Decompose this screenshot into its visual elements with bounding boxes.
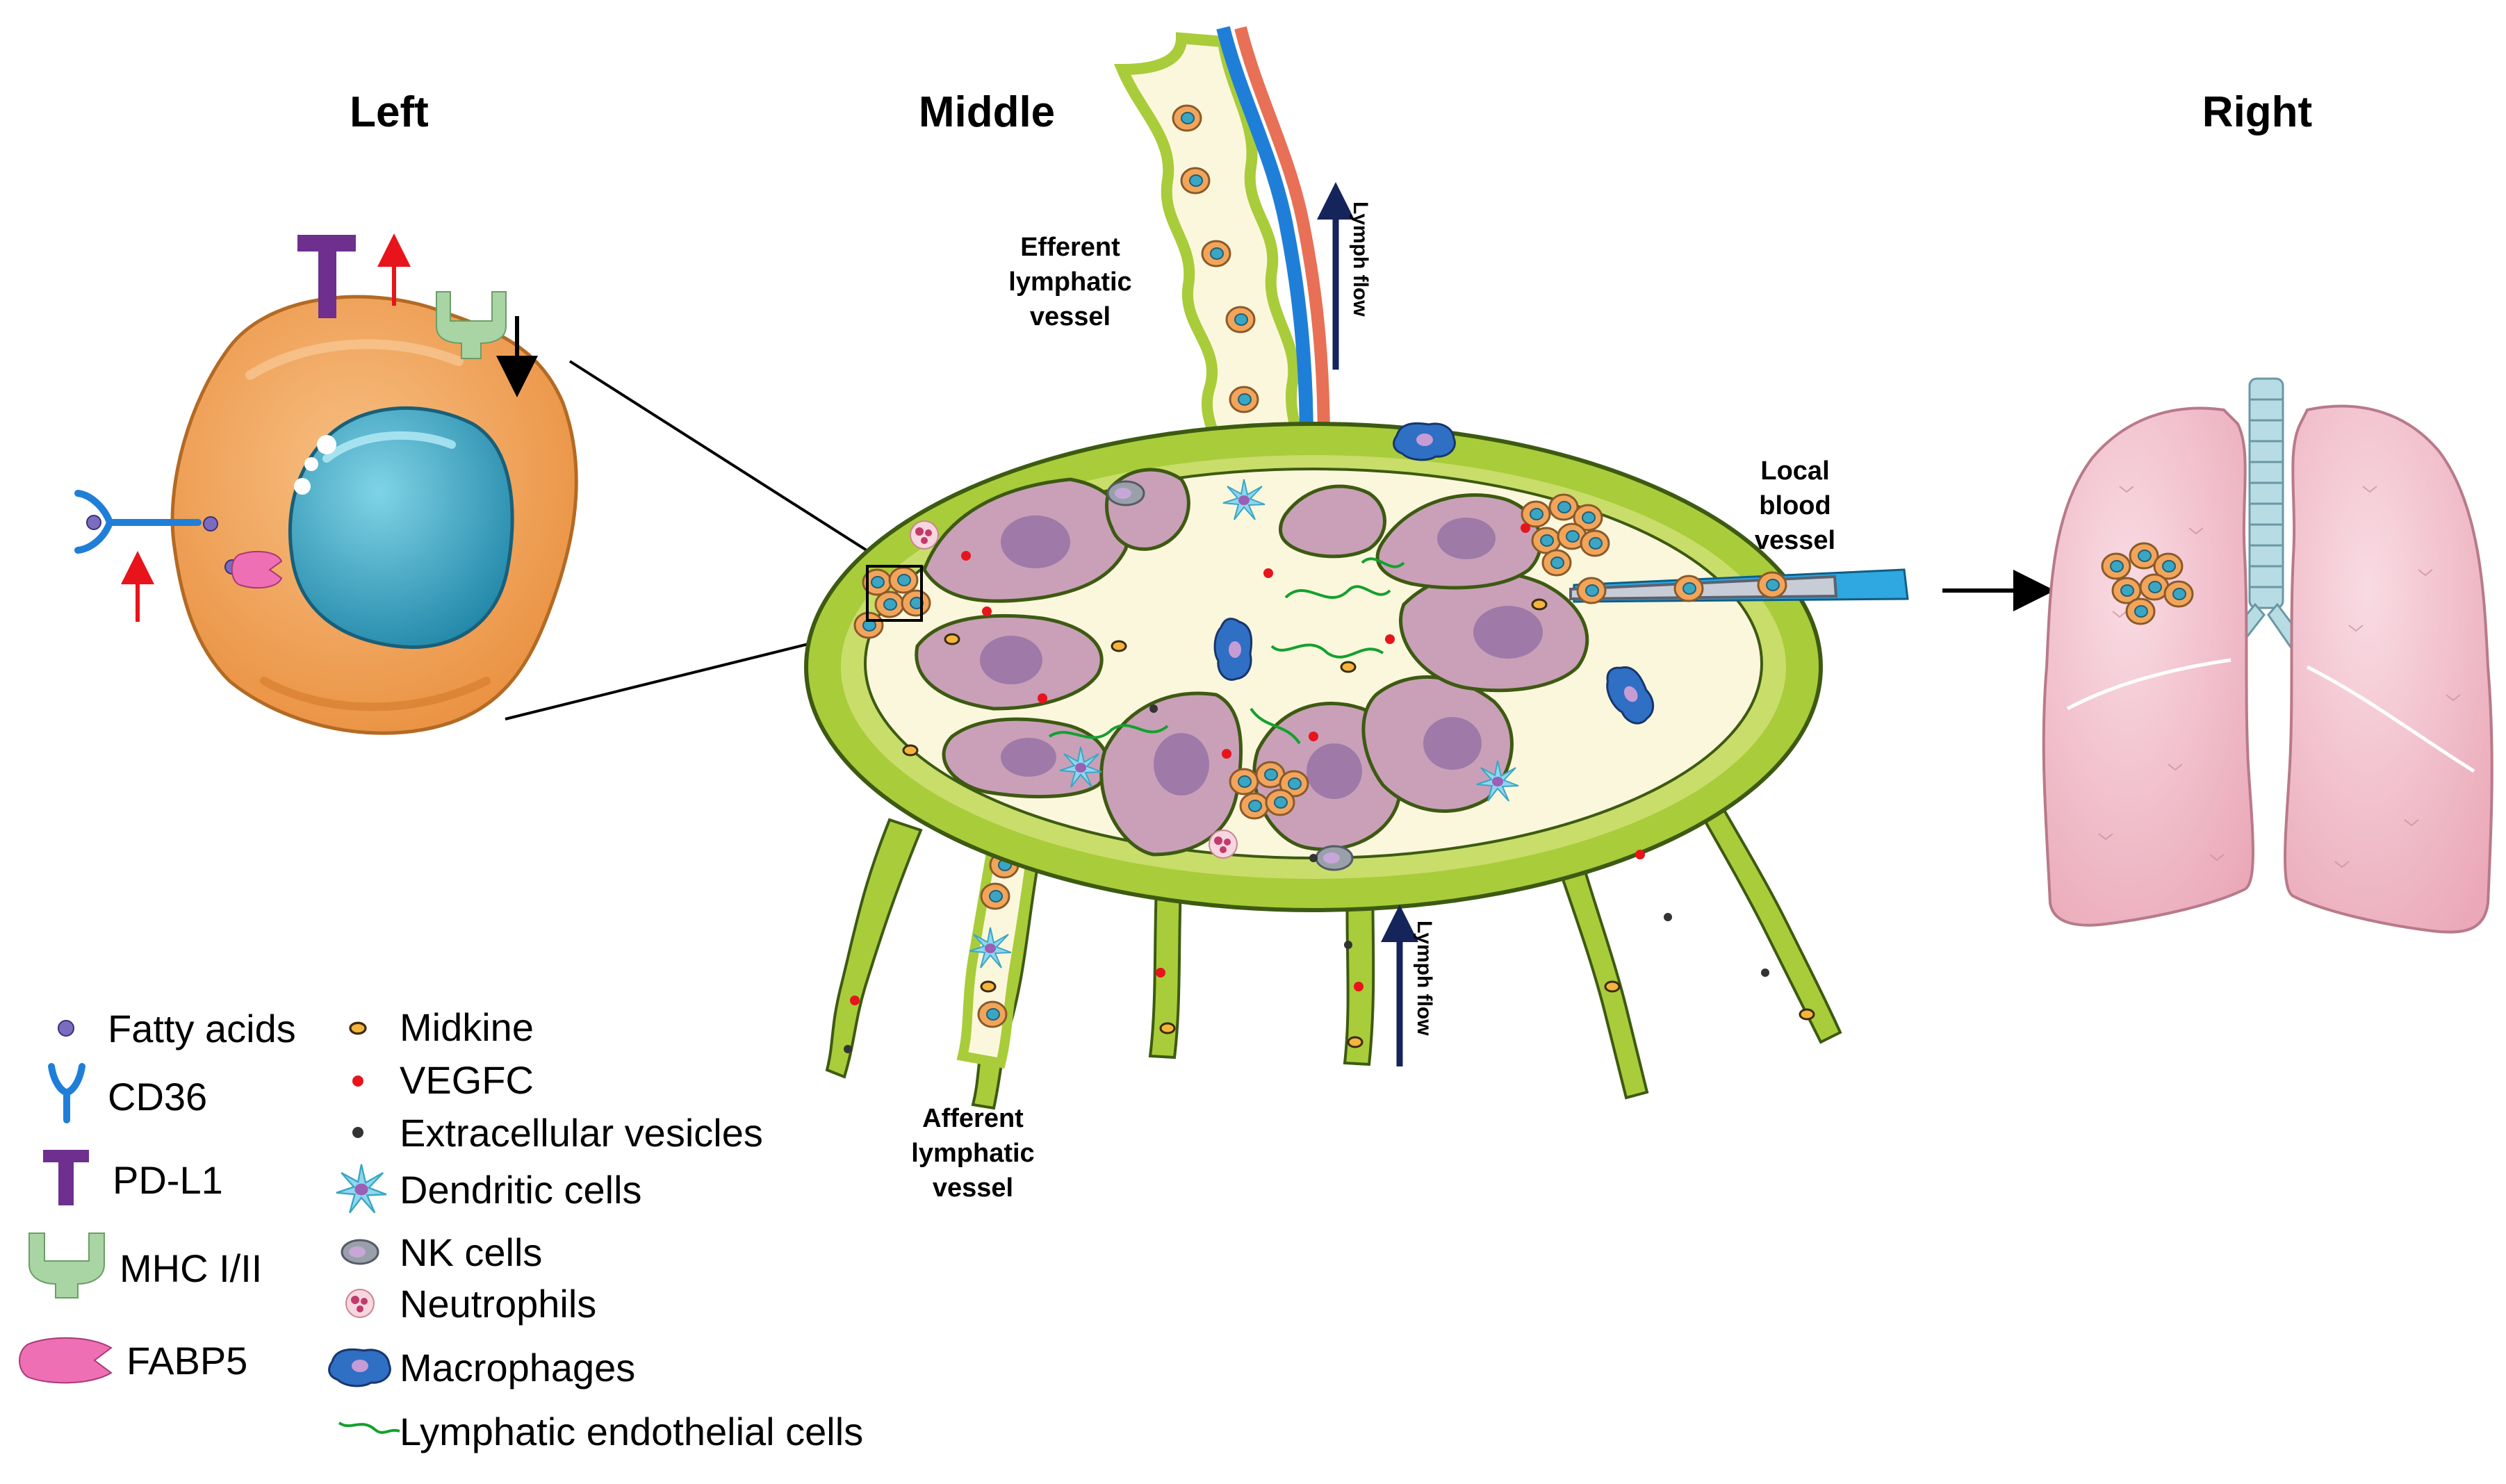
tumor-cell-diagram — [74, 233, 578, 735]
dendritic-cell-icon — [335, 1163, 388, 1214]
extracellular-vesicle-icon — [352, 1127, 363, 1138]
legend-label-vegfc: VEGFC — [400, 1058, 534, 1102]
fabp5-icon — [231, 550, 283, 589]
title-right: Right — [2202, 88, 2312, 136]
lungs-diagram — [2042, 377, 2493, 934]
lymphatic-endothelial-cell-icon — [338, 1421, 400, 1434]
legend-label-nk-cells: NK cells — [400, 1230, 542, 1274]
lymph-node-diagram — [804, 26, 1909, 1110]
macrophage-node — [1393, 422, 1456, 461]
afferent-label-1: Afferent — [922, 1104, 1024, 1133]
legend-label-pd-l1: PD-L1 — [113, 1158, 223, 1202]
local-blood-label-1: Local — [1760, 456, 1829, 486]
nk-cell-icon — [341, 1239, 379, 1265]
efferent-label-1: Efferent — [1020, 233, 1120, 262]
cd36-icon — [48, 1063, 85, 1123]
macrophage-icon — [328, 1348, 391, 1387]
nucleus — [288, 406, 514, 649]
title-middle: Middle — [919, 88, 1055, 136]
fatty-acid-icon — [58, 1020, 74, 1037]
legend-label-cd36: CD36 — [108, 1075, 207, 1119]
lymphatic-endothelial-cells — [1048, 557, 1405, 745]
efferent-label-3: vessel — [1030, 302, 1111, 331]
legend-label-neutrophils: Neutrophils — [400, 1282, 596, 1326]
lymph-flow-label-bottom: Lymph flow — [1413, 921, 1436, 1036]
pd-l1-icon — [297, 235, 356, 318]
fatty-acid-icon — [86, 515, 101, 530]
legend-label-dendritic-cells: Dendritic cells — [400, 1168, 642, 1212]
mhc-icon — [28, 1232, 105, 1298]
legend-label-mhc: MHC I/II — [120, 1246, 262, 1290]
legend-label-macrophages: Macrophages — [400, 1346, 635, 1390]
fabp5-icon — [19, 1337, 113, 1384]
vegfc-icon — [352, 1075, 363, 1087]
cd36-icon — [74, 490, 202, 554]
legend-label-fabp5: FABP5 — [126, 1339, 247, 1383]
legend-label-extracellular-vesicles: Extracellular vesicles — [400, 1111, 763, 1155]
legend: Fatty acids CD36 PD-L1 MHC I/II FABP5 Mi… — [19, 1005, 863, 1453]
legend-label-lymphatic-endothelial-cells: Lymphatic endothelial cells — [400, 1410, 863, 1453]
legend-label-fatty-acids: Fatty acids — [108, 1007, 296, 1050]
fatty-acid-icon — [203, 516, 218, 531]
extracellular-vesicle-particles — [844, 704, 1769, 1053]
vegfc-particles — [850, 523, 1645, 1005]
title-left: Left — [350, 88, 429, 136]
lymph-flow-label-top: Lymph flow — [1349, 201, 1372, 317]
lung-right — [2284, 404, 2493, 934]
pd-l1-icon — [43, 1150, 89, 1205]
mhc-icon — [436, 291, 507, 359]
afferent-label-2: lymphatic — [911, 1139, 1034, 1168]
lung-left — [2042, 406, 2254, 927]
afferent-label-3: vessel — [933, 1173, 1013, 1203]
legend-label-midkine: Midkine — [400, 1005, 534, 1049]
midkine-icon — [349, 1021, 367, 1035]
local-blood-vessel — [1569, 568, 1909, 604]
local-blood-label-2: blood — [1759, 491, 1831, 520]
efferent-label-2: lymphatic — [1008, 267, 1131, 297]
zoom-line-top — [568, 360, 885, 563]
local-blood-label-3: vessel — [1755, 526, 1835, 555]
neutrophil-icon — [345, 1289, 375, 1318]
germinal-centers — [980, 516, 1543, 799]
tumor-cluster-subcapsular — [853, 565, 931, 639]
